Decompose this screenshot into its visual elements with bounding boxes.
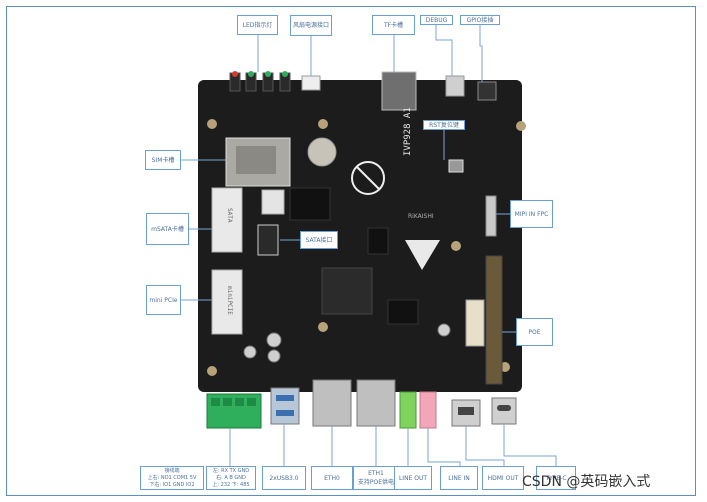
mount-hole	[318, 322, 328, 332]
label-eth1: ETH1 支持POE供电	[353, 466, 399, 490]
tf-slot	[381, 71, 417, 111]
label-eth0: ETH0	[311, 466, 353, 490]
label-terminal: 接线端 上右: NO1 COM1 5V 下右: IO1 GND IO2	[140, 466, 204, 490]
mount-hole	[318, 119, 328, 129]
label-gpio: GPIO接插	[460, 15, 500, 25]
watermark: CSDN @英码嵌入式	[522, 474, 651, 490]
eth1-port	[356, 379, 396, 427]
silkscreen-slot1: SATA	[226, 208, 233, 223]
mipi-fpc	[485, 195, 497, 237]
fan-connector	[301, 75, 321, 91]
label-rs: 左: RX TX GND 右: A B GND 上: 232 下: 485	[206, 466, 256, 490]
mount-hole	[516, 121, 526, 131]
eth0-port	[312, 379, 352, 427]
brand-triangle	[405, 240, 440, 270]
rst-button	[448, 159, 464, 173]
linein-jack	[419, 391, 437, 429]
soc-chip	[321, 267, 373, 315]
poe-module	[485, 255, 503, 385]
label-minipcie: mini PCIe	[146, 285, 181, 315]
lineout-jack	[399, 391, 417, 429]
label-linein: LINE IN	[440, 466, 478, 490]
label-sata: SATA接口	[300, 231, 338, 249]
label-mipi: MIPI IN FPC	[510, 200, 553, 228]
diagram-frame	[6, 6, 696, 496]
board-logo	[351, 161, 385, 195]
label-sim: SIM卡槽	[145, 150, 181, 170]
label-usb: 2xUSB3.0	[262, 466, 306, 490]
label-fan: 风扇电源接口	[290, 15, 332, 36]
gpio-connector	[477, 81, 497, 101]
label-msata: mSATA卡槽	[146, 213, 189, 245]
label-poe: POE	[516, 318, 553, 346]
silkscreen-slot2: miniPCIE	[226, 286, 233, 315]
label-hdmi: HDMI OUT	[482, 466, 524, 490]
leader-lines	[181, 25, 557, 466]
sata-connector	[257, 224, 279, 256]
label-rst: RST复位键	[423, 120, 465, 130]
silkscreen-brand: RiKAISHI	[408, 213, 434, 220]
coin-cell	[307, 137, 337, 167]
label-tf: TF卡槽	[372, 15, 415, 35]
msata-slot	[211, 187, 243, 253]
usb-port	[270, 387, 300, 425]
minipcie-slot	[211, 269, 243, 335]
label-debug: DEBUG	[420, 15, 453, 25]
label-lineout: LINE OUT	[394, 466, 432, 490]
debug-connector	[445, 75, 465, 97]
label-typec: TYPE-C	[536, 466, 576, 490]
label-led: LED指示灯	[237, 15, 278, 35]
silkscreen-model: IVP928 A1	[403, 107, 413, 156]
mount-hole	[207, 119, 217, 129]
mount-hole	[207, 366, 217, 376]
mount-hole	[451, 241, 461, 251]
